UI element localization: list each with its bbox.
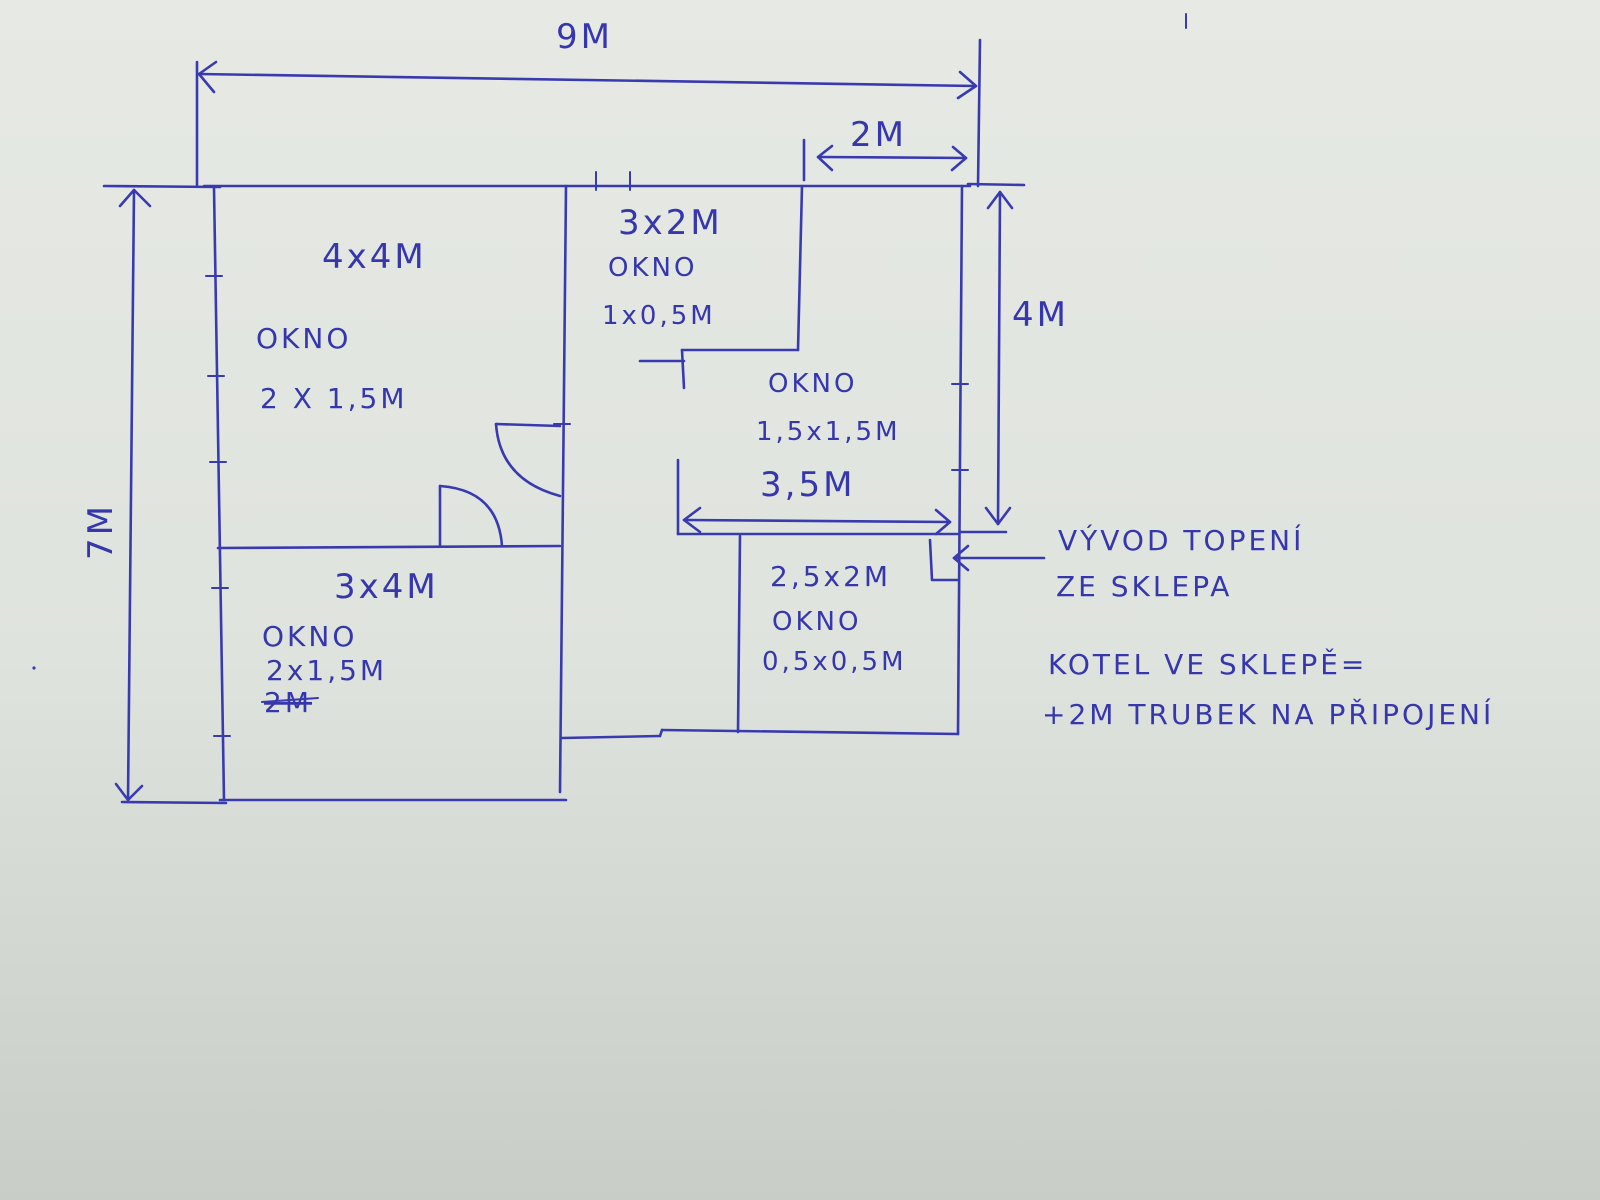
heating-outlet-marker (928, 538, 1046, 582)
room-a-window-label: OKNO (256, 322, 351, 355)
dimension-9m (195, 38, 982, 188)
dimension-9m-label: 9M (556, 17, 613, 57)
dimension-4m-label: 4M (1012, 295, 1069, 335)
room-c-window-size: 1,5x1,5M (756, 417, 901, 447)
room-a-size: 4x4M (322, 237, 427, 277)
dimension-4m (958, 182, 1026, 534)
boiler-note-line2: +2M TRUBEK NA PŘIPOJENÍ (1042, 697, 1494, 731)
room-c-window-label: OKNO (768, 369, 857, 399)
dimension-7m-label: 7M (81, 503, 121, 560)
dimension-3-5m (682, 506, 952, 536)
heating-outlet-note-line2: ZE SKLEPA (1056, 570, 1232, 603)
room-e-size: 2,5x2M (770, 560, 891, 593)
heating-outlet-note-line1: VÝVOD TOPENÍ (1058, 523, 1304, 557)
dimension-2m (802, 138, 968, 182)
dimension-3-5m-label: 3,5M (760, 465, 855, 505)
stray-dot (32, 666, 36, 670)
door-room-a (494, 422, 562, 498)
room-d-window-size: 2x1,5M (266, 654, 387, 687)
boiler-note-line1: KOTEL VE SKLEPĚ= (1048, 647, 1367, 681)
window-ticks (205, 171, 969, 737)
room-b-window-size: 1x0,5M (602, 301, 716, 331)
door-room-d (438, 484, 504, 548)
room-b-window-label: OKNO (608, 253, 697, 283)
walls (202, 184, 972, 802)
room-e-window-size: 0,5x0,5M (762, 647, 907, 677)
room-d-window-label: OKNO (262, 620, 357, 653)
dimension-2m-label: 2M (850, 115, 907, 155)
room-e-window-label: OKNO (772, 607, 861, 637)
room-d-size: 3x4M (334, 567, 439, 607)
room-b-size: 3x2M (618, 203, 723, 243)
dimension-7m (102, 184, 228, 805)
room-d-struck-note: 2M (264, 686, 312, 719)
room-a-window-size: 2 X 1,5M (260, 382, 407, 415)
